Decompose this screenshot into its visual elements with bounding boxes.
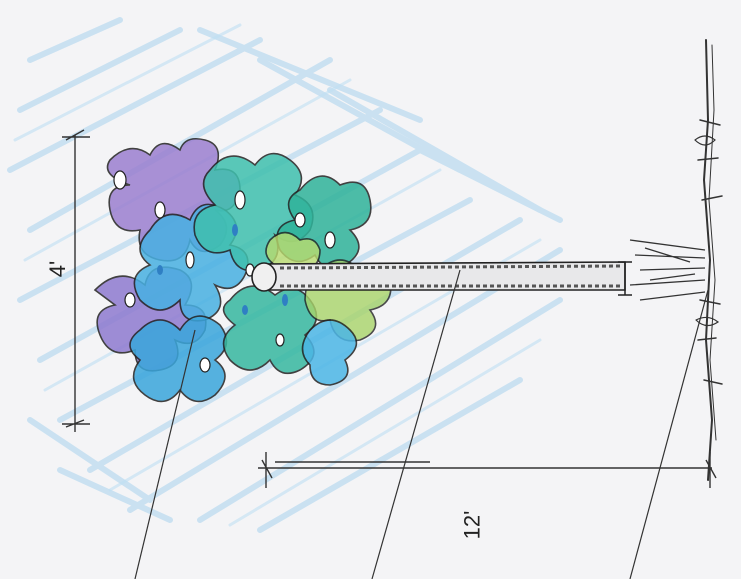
- canopy-blue-lower: [129, 315, 228, 403]
- width-dimension-label: 4': [45, 260, 71, 278]
- leader-lines: [134, 269, 709, 579]
- canopy-teal-middle: [222, 285, 318, 375]
- tree-canopy: [93, 137, 392, 403]
- grass-tuft: [629, 239, 706, 301]
- canopy-blue-edge: [301, 319, 358, 386]
- height-dimension-label: 12': [459, 510, 485, 540]
- dimension-lines: [62, 129, 717, 488]
- tree-trunk: [251, 261, 632, 296]
- canopy-blue-spots: [157, 224, 288, 315]
- ground-line: [694, 39, 723, 481]
- canopy-holes: [113, 170, 336, 373]
